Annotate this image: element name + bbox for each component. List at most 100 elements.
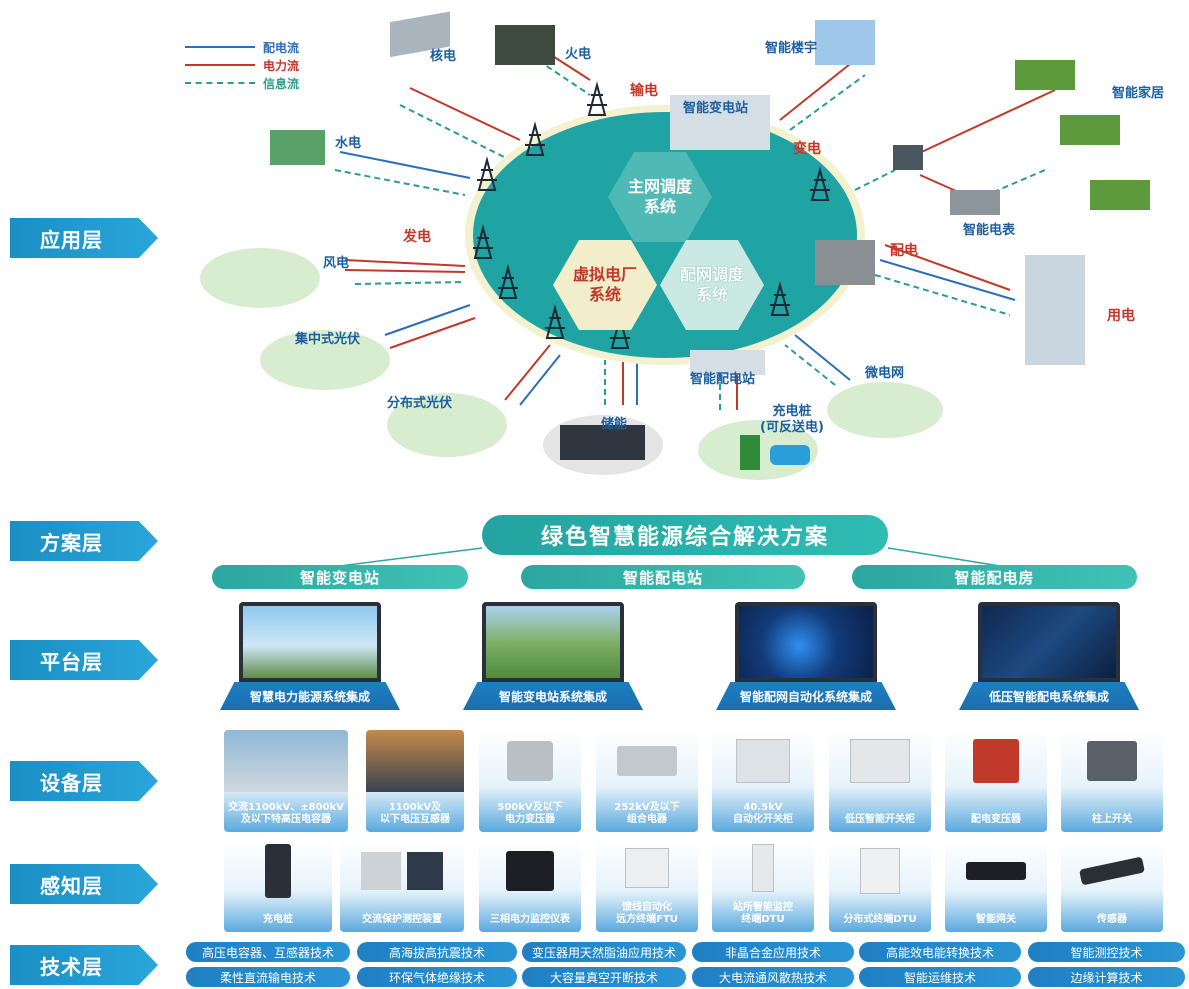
label-charging-pile: 充电桩 (可反送电)	[760, 404, 824, 435]
device-caption-4: 252kV及以下组合电器	[614, 802, 680, 825]
device-card-8: 柱上开关	[1061, 730, 1163, 832]
platform-item-2: 智能变电站系统集成	[463, 602, 643, 710]
solution-pillar-1: 智能变电站	[212, 565, 468, 589]
sensor-image-1	[224, 840, 332, 902]
device-caption-2: 1100kV及以下电压互感器	[380, 802, 450, 825]
tech-item: 非晶合金应用技术	[692, 942, 854, 962]
platform-label-4: 低压智能配电系统集成	[959, 682, 1139, 710]
sensor-card-2: 交流保护测控装置	[340, 840, 464, 932]
stage-distribution: 配电	[890, 243, 918, 259]
sensor-card-1: 充电桩	[224, 840, 332, 932]
layer-tag-sensing: 感知层	[10, 864, 158, 904]
device-image-1	[224, 730, 348, 792]
solution-title: 绿色智慧能源综合解决方案	[482, 515, 888, 555]
sensor-image-8	[1061, 840, 1163, 902]
label-smart-building: 智能楼宇	[765, 41, 818, 56]
energy-system-diagram: 配电流 电力流 信息流 输电 变电 发电 配电 用电 核电 火电 水电 风电 集…	[175, 0, 1189, 480]
sensor-image-5	[712, 840, 814, 896]
platform-screen-3	[735, 602, 877, 682]
device-card-6: 低压智能开关柜	[829, 730, 931, 832]
flow-legend: 配电流 电力流 信息流	[185, 38, 299, 92]
label-microgrid: 微电网	[865, 366, 905, 381]
sensor-caption-8: 传感器	[1097, 914, 1127, 925]
sensor-image-6	[829, 840, 931, 902]
tech-item: 大电流通风散热技术	[692, 967, 854, 987]
label-hydro: 水电	[335, 136, 362, 151]
device-caption-7: 配电变压器	[971, 814, 1021, 825]
sensor-caption-2: 交流保护测控装置	[362, 914, 442, 925]
device-image-7	[945, 730, 1047, 792]
device-caption-3: 500kV及以下电力变压器	[497, 802, 563, 825]
device-card-2: 1100kV及以下电压互感器	[366, 730, 464, 832]
sensor-caption-5: 站所智能监控终端DTU	[733, 902, 793, 925]
sensor-caption-1: 充电桩	[263, 914, 293, 925]
sensor-image-7	[945, 840, 1047, 902]
tech-item: 变压器用天然脂油应用技术	[522, 942, 686, 962]
sensor-card-8: 传感器	[1061, 840, 1163, 932]
platform-screen-1	[239, 602, 381, 682]
platform-screen-2	[482, 602, 624, 682]
sensor-card-6: 分布式终端DTU	[829, 840, 931, 932]
platform-label-3: 智能配网自动化系统集成	[716, 682, 896, 710]
solution-connector-lines	[339, 547, 1001, 567]
device-card-7: 配电变压器	[945, 730, 1047, 832]
label-wind: 风电	[323, 256, 350, 271]
label-central-pv: 集中式光伏	[295, 332, 361, 347]
sensor-image-2	[340, 840, 464, 902]
device-card-4: 252kV及以下组合电器	[596, 730, 698, 832]
stage-substation: 变电	[793, 141, 821, 157]
tech-item: 大容量真空开断技术	[522, 967, 686, 987]
tech-item: 高压电容器、互感器技术	[186, 942, 350, 962]
sensor-image-3	[479, 840, 581, 902]
device-card-3: 500kV及以下电力变压器	[479, 730, 581, 832]
device-image-5	[712, 730, 814, 792]
device-caption-6: 低压智能开关柜	[845, 814, 915, 825]
label-nuclear: 核电	[430, 49, 457, 64]
label-smart-meter: 智能电表	[963, 223, 1016, 238]
sensor-caption-4: 馈线自动化远方终端FTU	[616, 902, 678, 925]
label-distributed-pv: 分布式光伏	[387, 396, 453, 411]
layer-tag-platform: 平台层	[10, 640, 158, 680]
tech-item: 智能运维技术	[859, 967, 1021, 987]
stage-consumption: 用电	[1107, 308, 1135, 324]
tech-item: 高能效电能转换技术	[859, 942, 1021, 962]
tech-item: 高海拔高抗震技术	[357, 942, 517, 962]
layer-tag-technology: 技术层	[10, 945, 158, 985]
tech-item: 柔性直流输电技术	[186, 967, 350, 987]
platform-screen-4	[978, 602, 1120, 682]
platform-item-4: 低压智能配电系统集成	[959, 602, 1139, 710]
label-smart-home: 智能家居	[1112, 86, 1165, 101]
stage-generation: 发电	[403, 229, 431, 245]
device-image-3	[479, 730, 581, 792]
sensor-caption-6: 分布式终端DTU	[843, 914, 917, 925]
label-smart-substation: 智能变电站	[683, 101, 749, 116]
layer-tag-application: 应用层	[10, 218, 158, 258]
solution-pillar-3: 智能配电房	[852, 565, 1137, 589]
sensor-card-7: 智能网关	[945, 840, 1047, 932]
legend-info-flow: 信息流	[185, 74, 299, 92]
label-smart-distribution-station: 智能配电站	[690, 372, 756, 387]
platform-item-1: 智慧电力能源系统集成	[220, 602, 400, 710]
stage-transmission: 输电	[630, 83, 658, 99]
legend-power-flow: 电力流	[185, 56, 299, 74]
device-image-6	[829, 730, 931, 792]
legend-distribution-flow: 配电流	[185, 38, 299, 56]
sensor-card-4: 馈线自动化远方终端FTU	[596, 840, 698, 932]
tech-item: 边缘计算技术	[1028, 967, 1185, 987]
platform-item-3: 智能配网自动化系统集成	[716, 602, 896, 710]
tech-item: 智能测控技术	[1028, 942, 1185, 962]
label-storage: 储能	[601, 417, 628, 432]
layer-tag-device: 设备层	[10, 761, 158, 801]
device-image-4	[596, 730, 698, 792]
device-image-2	[366, 730, 464, 792]
layer-tag-solution: 方案层	[10, 521, 158, 561]
device-image-8	[1061, 730, 1163, 792]
solution-pillar-2: 智能配电站	[521, 565, 805, 589]
platform-label-2: 智能变电站系统集成	[463, 682, 643, 710]
device-caption-8: 柱上开关	[1092, 814, 1132, 825]
sensor-card-5: 站所智能监控终端DTU	[712, 840, 814, 932]
